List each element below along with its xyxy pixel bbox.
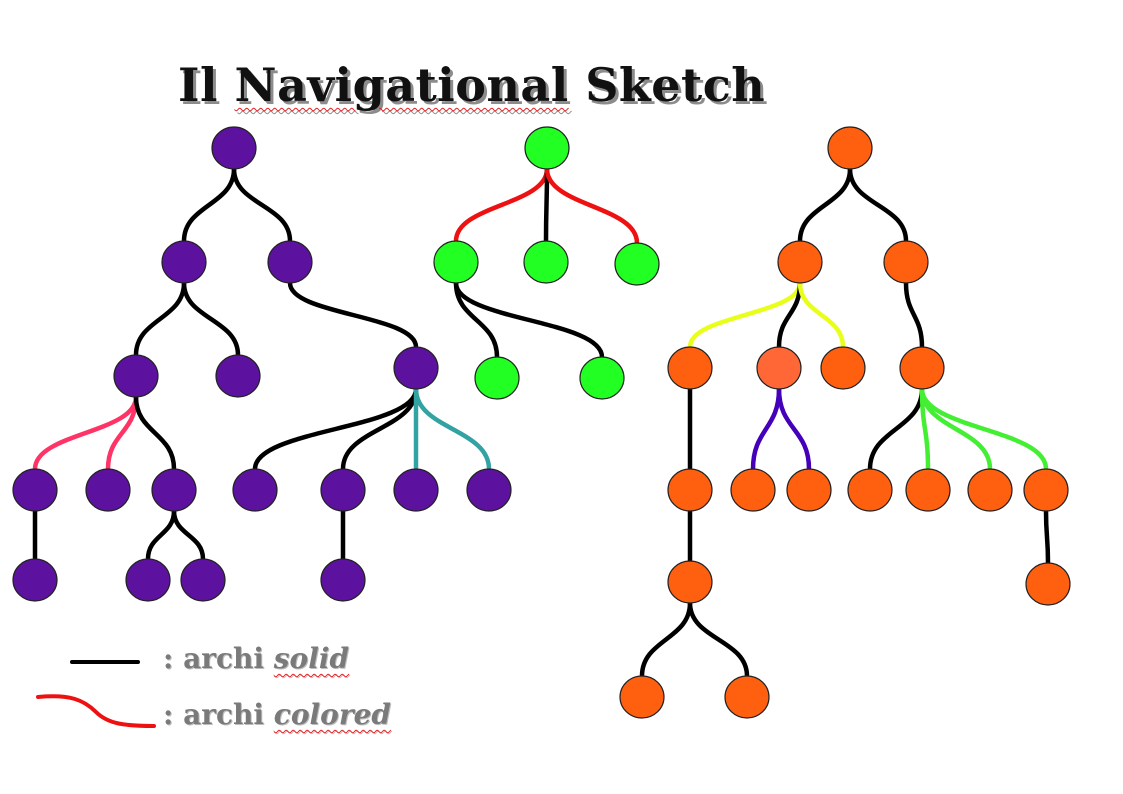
tree-edge-o5-o10 — [776, 386, 812, 472]
tree-node-g3 — [523, 240, 569, 284]
tree-node-o8 — [667, 468, 713, 512]
edges-layer — [32, 166, 1051, 679]
tree-edge-g1-g3 — [543, 166, 550, 244]
tree-node-o17 — [619, 675, 665, 719]
tree-node-o6 — [820, 346, 866, 390]
tree-node-p11 — [320, 468, 366, 512]
tree-node-p15 — [125, 558, 171, 602]
legend-colored-line — [36, 694, 156, 728]
tree-node-o14 — [1023, 468, 1069, 512]
tree-edge-p9-p15 — [145, 508, 177, 562]
legend-solid-prefix: : archi — [163, 642, 265, 675]
tree-node-p16 — [180, 558, 226, 602]
tree-node-o5 — [756, 346, 802, 390]
tree-node-p8 — [85, 468, 131, 512]
tree-edge-o3-o7 — [903, 280, 925, 350]
tree-node-o15 — [667, 560, 713, 604]
tree-edge-o2-o6 — [797, 280, 846, 350]
tree-edge-p9-p16 — [171, 508, 206, 562]
tree-node-o10 — [786, 468, 832, 512]
tree-node-o18 — [724, 675, 770, 719]
legend-solid-em: solid — [273, 642, 350, 675]
tree-node-o16 — [1025, 562, 1071, 606]
tree-edge-o1-o2 — [797, 166, 853, 244]
tree-edge-o14-o16 — [1043, 508, 1051, 566]
tree-edge-p1-p2 — [181, 166, 237, 244]
tree-edge-p4-p7 — [32, 394, 139, 472]
tree-edge-g1-g2 — [453, 166, 550, 244]
tree-node-p17 — [320, 558, 366, 602]
tree-node-p12 — [393, 468, 439, 512]
legend-colored-em: colored — [273, 698, 391, 731]
tree-node-g4 — [614, 242, 660, 286]
tree-node-p13 — [466, 468, 512, 512]
tree-edge-g2-g6 — [453, 280, 605, 360]
tree-node-p10 — [232, 468, 278, 512]
tree-edge-p1-p3 — [231, 166, 293, 244]
tree-node-p2 — [161, 240, 207, 284]
tree-node-o12 — [905, 468, 951, 512]
tree-edge-o7-o11 — [867, 386, 925, 472]
diagram-title: Il Navigational Sketch — [178, 58, 765, 112]
title-suffix: Sketch — [585, 58, 766, 112]
tree-node-o3 — [883, 240, 929, 284]
legend-solid-label: : archi solid — [163, 642, 349, 675]
tree-node-g6 — [579, 356, 625, 400]
tree-node-o13 — [967, 468, 1013, 512]
tree-edge-p6-p11 — [340, 386, 419, 472]
tree-edge-p6-p13 — [413, 386, 492, 472]
tree-node-o1 — [827, 126, 873, 170]
title-prefix: Il — [178, 58, 218, 112]
tree-node-p6 — [393, 346, 439, 390]
tree-edge-g1-g4 — [544, 166, 640, 246]
tree-edge-o15-o18 — [687, 600, 750, 679]
tree-edge-o7-o14 — [919, 386, 1049, 472]
title-word: Navigational — [234, 58, 569, 112]
tree-node-o4 — [667, 346, 713, 390]
tree-edge-p2-p5 — [181, 280, 241, 358]
tree-edge-p6-p10 — [252, 386, 419, 472]
tree-node-p3 — [267, 240, 313, 284]
nodes-layer — [12, 126, 1071, 719]
tree-node-o9 — [730, 468, 776, 512]
legend-colored-prefix: : archi — [163, 698, 265, 731]
tree-node-p9 — [151, 468, 197, 512]
tree-node-p7 — [12, 468, 58, 512]
legend-colored-label: : archi colored — [163, 698, 391, 731]
tree-node-g5 — [474, 356, 520, 400]
tree-node-o7 — [899, 346, 945, 390]
tree-node-o2 — [777, 240, 823, 284]
tree-edge-g2-g5 — [453, 280, 500, 360]
tree-node-g1 — [524, 126, 570, 170]
legend — [36, 660, 156, 728]
tree-node-p5 — [215, 354, 261, 398]
tree-edge-p3-p6 — [287, 280, 419, 350]
tree-node-p1 — [211, 126, 257, 170]
tree-edge-p4-p9 — [133, 394, 177, 472]
tree-edge-o2-o4 — [687, 280, 803, 350]
tree-node-p4 — [113, 354, 159, 398]
tree-edge-o5-o9 — [750, 386, 782, 472]
tree-edge-o15-o17 — [639, 600, 693, 679]
tree-node-o11 — [847, 468, 893, 512]
tree-edge-o1-o3 — [847, 166, 909, 244]
tree-node-p14 — [12, 558, 58, 602]
tree-node-g2 — [433, 240, 479, 284]
tree-edge-p2-p4 — [133, 280, 187, 358]
